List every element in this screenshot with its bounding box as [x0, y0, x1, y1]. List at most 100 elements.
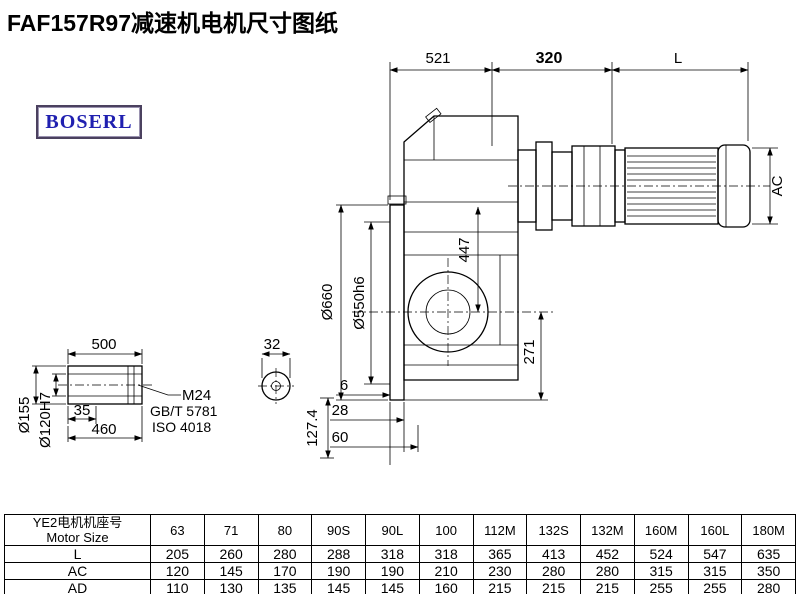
cell-L-11: 635 [741, 545, 796, 563]
housing-bolt [425, 107, 442, 124]
dim-phi550h6: Ø550h6 [351, 276, 368, 329]
dim-35: 35 [74, 402, 91, 419]
motor-cooling-fins [627, 155, 716, 217]
cell-AC-6: 230 [472, 562, 528, 580]
motor-body [624, 147, 719, 225]
cell-AD-7: 215 [526, 579, 581, 594]
shaft-dimensions: 500 35 460 Ø155 Ø120H7 M24 GB/T 5781 ISO… [16, 336, 218, 448]
cell-AD-5: 160 [418, 579, 474, 594]
table-row-AC: AC 120 145 170 190 190 210 230 280 280 3… [4, 562, 796, 580]
standard-gb: GB/T 5781 [150, 403, 218, 419]
top-dimensions: 521 320 L [389, 50, 749, 200]
technical-drawing: 521 320 L AC Ø660 Ø550h6 447 [16, 50, 786, 465]
page-title: FAF157R97减速机电机尺寸图纸 [7, 10, 339, 36]
cell-AD-6: 215 [472, 579, 528, 594]
dim-127-4: 127.4 [304, 409, 321, 447]
brand-logo: BOSERL [36, 105, 142, 139]
dim-28: 28 [332, 402, 349, 419]
row-label-AD: AD [4, 579, 151, 594]
cell-AC-10: 315 [687, 562, 743, 580]
table-row-L: L 205 260 280 288 318 318 365 413 452 52… [4, 545, 796, 563]
cell-AC-8: 280 [580, 562, 635, 580]
cell-AD-1: 130 [203, 579, 259, 594]
ac-dimension: AC [752, 147, 786, 225]
dim-60: 60 [332, 429, 349, 446]
dim-phi120H7: Ø120H7 [37, 392, 54, 448]
dim-phi155: Ø155 [16, 397, 33, 434]
gearbox-housing [352, 107, 556, 401]
cell-L-8: 452 [580, 545, 635, 563]
motor-size-63: 63 [150, 514, 205, 546]
cell-AD-3: 145 [311, 579, 366, 594]
motor-size-180M: 180M [741, 514, 796, 546]
motor-size-80: 80 [257, 514, 313, 546]
dim-AC: AC [769, 175, 786, 196]
motor-size-header-cn: YE2电机机座号 [32, 515, 123, 531]
cell-AD-9: 255 [633, 579, 689, 594]
dim-32: 32 [264, 336, 281, 353]
dim-L: L [674, 50, 682, 67]
motor-size-160M: 160M [633, 514, 689, 546]
flange-bolt [387, 195, 407, 205]
bottom-dimensions: 6 28 60 127.4 [304, 377, 419, 465]
cell-L-7: 413 [526, 545, 581, 563]
table-header-row: YE2电机机座号 Motor Size 63 71 80 90S 90L 100… [4, 514, 796, 546]
motor-size-71: 71 [203, 514, 259, 546]
cell-AC-4: 190 [365, 562, 420, 580]
dim-460: 460 [91, 421, 116, 438]
dim-6: 6 [340, 377, 348, 394]
fan-cowl [717, 144, 751, 228]
cell-L-2: 280 [257, 545, 313, 563]
cell-AC-3: 190 [311, 562, 366, 580]
shaft-end-dimension: 32 [261, 336, 291, 378]
standard-iso: ISO 4018 [152, 419, 211, 435]
cell-AC-9: 315 [633, 562, 689, 580]
cell-L-1: 260 [203, 545, 259, 563]
cell-AD-8: 215 [580, 579, 635, 594]
motor-assembly [508, 141, 770, 231]
cell-AD-10: 255 [687, 579, 743, 594]
cell-L-6: 365 [472, 545, 528, 563]
dim-447: 447 [456, 237, 473, 262]
cell-L-5: 318 [418, 545, 474, 563]
height-dimensions: 447 271 [404, 206, 548, 401]
cell-AD-4: 145 [365, 579, 420, 594]
cell-AD-0: 110 [150, 579, 205, 594]
motor-size-header-en: Motor Size [46, 530, 109, 545]
dim-500: 500 [91, 336, 116, 353]
cell-AD-11: 280 [741, 579, 796, 594]
table-row-AD: AD 110 130 135 145 145 160 215 215 215 2… [4, 579, 796, 594]
row-label-AC: AC [4, 562, 151, 580]
motor-size-header: YE2电机机座号 Motor Size [4, 514, 151, 546]
cell-AC-1: 145 [203, 562, 259, 580]
flange-diameter-dimensions: Ø660 Ø550h6 [319, 204, 390, 401]
dim-phi660: Ø660 [319, 284, 336, 321]
cell-AC-5: 210 [418, 562, 474, 580]
cell-AC-11: 350 [741, 562, 796, 580]
motor-size-90S: 90S [311, 514, 366, 546]
dim-521: 521 [425, 50, 450, 67]
cell-AC-0: 120 [150, 562, 205, 580]
row-label-L: L [4, 545, 151, 563]
output-shaft-detail [58, 365, 181, 405]
thread-leader-line [137, 384, 181, 396]
cell-L-4: 318 [365, 545, 420, 563]
dim-320: 320 [536, 50, 563, 67]
cell-L-3: 288 [311, 545, 366, 563]
cell-L-10: 547 [687, 545, 743, 563]
cell-AD-2: 135 [257, 579, 313, 594]
motor-size-112M: 112M [472, 514, 528, 546]
motor-size-90L: 90L [365, 514, 420, 546]
dim-271: 271 [521, 339, 538, 364]
cell-AC-7: 280 [526, 562, 581, 580]
motor-size-132M: 132M [580, 514, 635, 546]
motor-size-100: 100 [418, 514, 474, 546]
cell-AC-2: 170 [257, 562, 313, 580]
motor-size-160L: 160L [687, 514, 743, 546]
thread-callout-M24: M24 [182, 387, 211, 404]
motor-size-132S: 132S [526, 514, 581, 546]
shaft-end-view [258, 368, 294, 404]
cell-L-0: 205 [150, 545, 205, 563]
cell-L-9: 524 [633, 545, 689, 563]
